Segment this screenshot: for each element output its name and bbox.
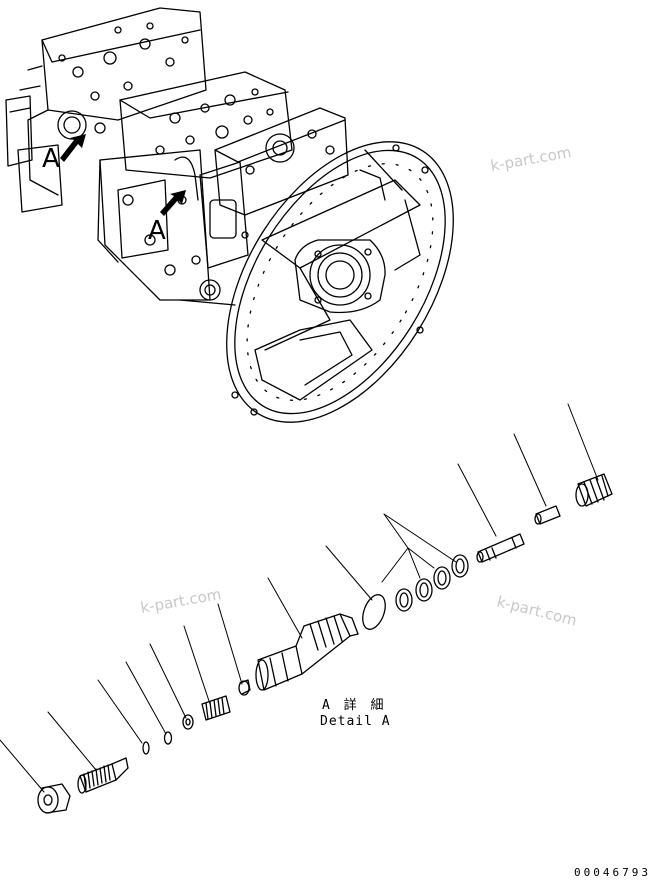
- spring: [201, 695, 231, 721]
- plug: [575, 473, 613, 507]
- view-arrow-1: [60, 134, 86, 162]
- view-arrow-2: [160, 190, 186, 216]
- mounting-flange: [226, 141, 454, 423]
- backup-ring-4: [451, 554, 469, 578]
- retainer: [238, 679, 251, 696]
- valve-sleeve: [255, 613, 359, 691]
- control-valve-block-upper: [5, 7, 207, 213]
- detail-title-jp: A 詳 細: [322, 698, 387, 713]
- drawing-number: 00046793: [574, 866, 651, 879]
- o-ring-large: [362, 594, 386, 630]
- detail-title-en: Detail A: [320, 714, 391, 729]
- hydraulic-pump-assembly: [5, 7, 454, 423]
- backup-ring-1: [395, 588, 413, 612]
- spool: [476, 533, 525, 563]
- washer: [182, 714, 194, 730]
- piston: [534, 505, 561, 525]
- detail-a-exploded-parts: [0, 403, 613, 814]
- control-valve-block-center: [119, 71, 293, 179]
- view-marker-a-1: A: [42, 144, 60, 174]
- regulator-block: [199, 107, 349, 269]
- adjusting-screw: [77, 757, 129, 794]
- pump-housing: [97, 149, 236, 306]
- leader-lines: [0, 403, 599, 793]
- seal-small: [163, 731, 173, 745]
- backup-ring-3: [433, 566, 451, 590]
- nut: [37, 783, 71, 814]
- view-marker-a-2: A: [148, 216, 166, 246]
- backup-ring-2: [415, 578, 433, 602]
- o-ring-small: [142, 741, 150, 755]
